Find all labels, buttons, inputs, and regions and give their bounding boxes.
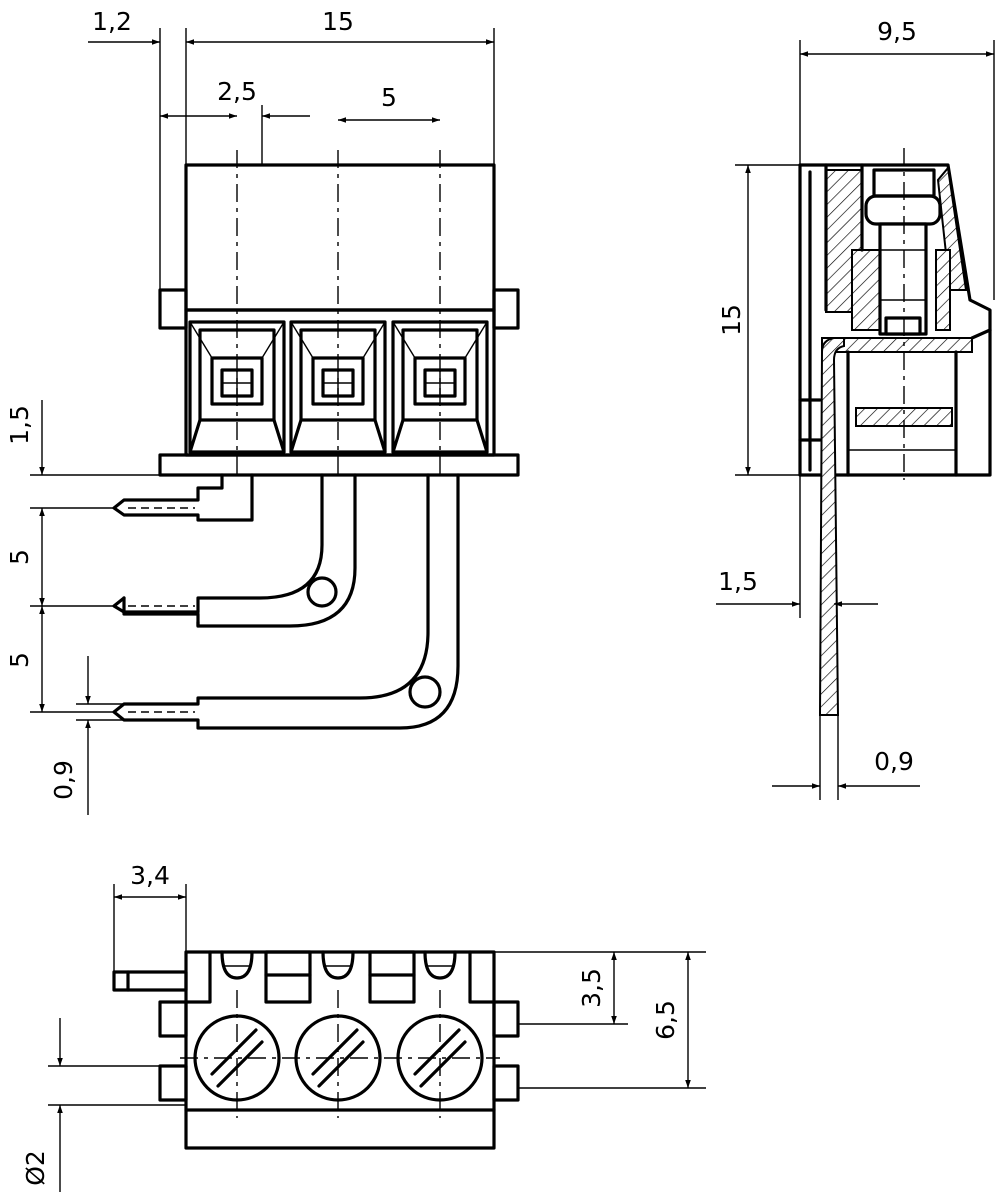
dim-height-15: 15	[717, 304, 746, 336]
front-right-ear	[492, 288, 520, 330]
dim-pitch-5: 5	[381, 83, 397, 112]
dim-base-1-5: 1,5	[5, 405, 34, 445]
dim-offset-1-2: 1,2	[92, 7, 132, 36]
dim-overhang-3-4: 3,4	[130, 861, 170, 890]
top-slots	[184, 950, 496, 1004]
dim-width-15: 15	[322, 7, 354, 36]
top-body	[184, 950, 496, 1150]
dim-screw-3-5: 3,5	[577, 968, 606, 1008]
dim-depth-6-5: 6,5	[651, 1000, 680, 1040]
dim-pin-0-9: 0,9	[49, 760, 78, 800]
top-view: 3,4 3,5 6,5 Ø2	[21, 861, 706, 1192]
dim-half-pitch-2-5: 2,5	[217, 77, 257, 106]
pin-3-hole	[408, 675, 442, 709]
side-clamp-plate	[821, 337, 973, 353]
dim-pin-step-5a: 5	[5, 549, 34, 565]
front-view: 15 1,2 2,5 5 1,5 5 5 0,9	[5, 7, 520, 815]
top-pin-stub	[112, 970, 188, 992]
pin-3	[112, 473, 460, 730]
dim-pin-offset-1-5: 1,5	[718, 567, 758, 596]
dim-diameter-2: Ø2	[21, 1150, 50, 1186]
pin-1	[112, 473, 254, 522]
front-base-flange	[158, 453, 520, 477]
front-body-upper	[184, 163, 496, 312]
front-left-ear	[158, 288, 188, 330]
dim-side-pin-0-9: 0,9	[874, 747, 914, 776]
side-view: 9,5 15 1,5 0,9	[716, 17, 995, 800]
dim-pin-step-5b: 5	[5, 652, 34, 668]
side-pin	[818, 337, 845, 716]
side-screw-head	[864, 194, 942, 226]
pin-2-hole	[306, 576, 338, 608]
pin-2	[112, 473, 357, 628]
dim-depth-9-5: 9,5	[877, 17, 917, 46]
